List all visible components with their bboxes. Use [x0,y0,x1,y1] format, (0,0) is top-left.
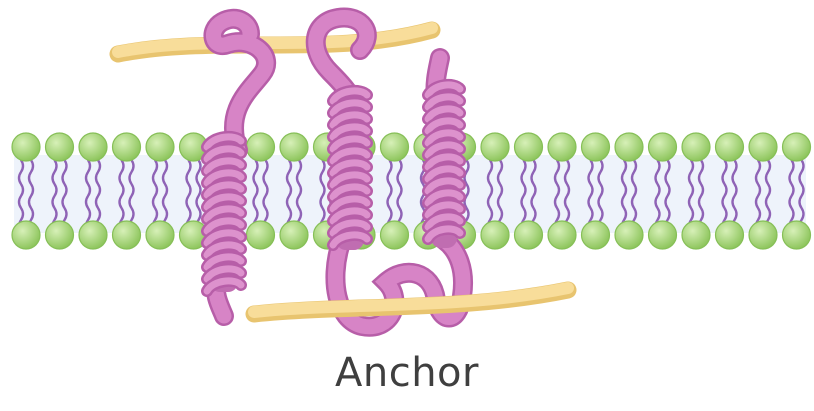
lower-filament [254,288,568,314]
headgroup-bottom [113,221,141,249]
headgroup-top [682,133,710,161]
headgroup-top [649,133,677,161]
headgroup-bottom [79,221,107,249]
headgroup-bottom [582,221,610,249]
upper-filament [118,28,432,54]
headgroup-bottom [615,221,643,249]
headgroup-top [280,133,308,161]
headgroup-top [79,133,107,161]
headgroup-bottom [783,221,811,249]
headgroup-bottom [247,221,275,249]
headgroup-top [749,133,777,161]
headgroup-bottom [481,221,509,249]
headgroup-top [716,133,744,161]
headgroup-top [12,133,40,161]
headgroup-top [615,133,643,161]
headgroup-top [146,133,174,161]
headgroup-bottom [146,221,174,249]
headgroup-top [582,133,610,161]
headgroup-bottom [46,221,74,249]
headgroup-bottom [682,221,710,249]
lipid-bilayer [12,133,811,249]
headgroup-top [247,133,275,161]
caption-label: Anchor [0,350,814,396]
headgroup-bottom [381,221,409,249]
headgroup-top [548,133,576,161]
headgroup-bottom [716,221,744,249]
headgroup-top [381,133,409,161]
headgroup-top [783,133,811,161]
headgroup-top [46,133,74,161]
headgroup-bottom [548,221,576,249]
headgroup-bottom [280,221,308,249]
headgroup-top [515,133,543,161]
headgroup-top [481,133,509,161]
headgroup-bottom [12,221,40,249]
headgroup-bottom [515,221,543,249]
headgroup-bottom [649,221,677,249]
headgroup-top [113,133,141,161]
headgroup-bottom [749,221,777,249]
